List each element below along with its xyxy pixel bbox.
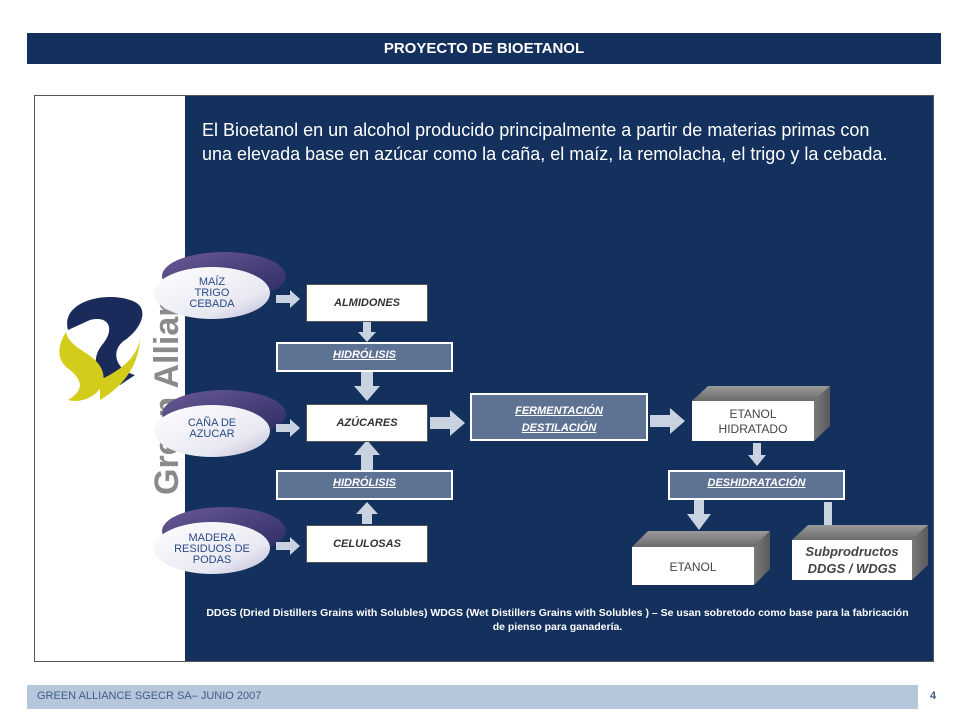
- box-azucares: AZÚCARES: [306, 404, 428, 442]
- source-wood-line1: MADERA: [188, 532, 236, 544]
- source-wood-line2: RESIDUOS DE: [174, 543, 250, 555]
- green-alliance-logo: Green Alliance: [59, 290, 186, 495]
- product-subproductos: Subprodructos DDGS / WDGS: [792, 543, 912, 577]
- product-etanol-hidratado-line1: ETANOL: [729, 407, 777, 421]
- page-number: 4: [930, 690, 937, 702]
- product-etanol-hidratado-line2: HIDRATADO: [718, 422, 788, 436]
- source-cane: CAÑA DE AZUCAR: [160, 418, 264, 440]
- product-etanol: ETANOL: [669, 560, 717, 574]
- step-deshidratacion: DESHIDRATACIÓN: [668, 470, 845, 500]
- source-grains-line2: TRIGO: [194, 287, 230, 299]
- footer-bar: [27, 685, 918, 709]
- product-etanol-hidratado: ETANOL HIDRATADO: [692, 407, 814, 437]
- source-grains-line3: CEBADA: [189, 298, 235, 310]
- logo-text: Green Alliance: [148, 290, 186, 495]
- source-cane-line1: CAÑA DE: [187, 417, 237, 429]
- product-subproductos-line1: Subprodructos: [805, 544, 899, 559]
- footer-text: GREEN ALLIANCE SGECR SA– JUNIO 2007: [37, 690, 262, 702]
- footnote: DDGS (Dried Distillers Grains with Solub…: [206, 607, 909, 633]
- step-fermentacion-destilacion: FERMENTACIÓN DESTILACIÓN: [470, 393, 648, 441]
- page-title: PROYECTO DE BIOETANOL: [27, 33, 941, 64]
- step-hidrolisis-top: HIDRÓLISIS: [276, 342, 453, 372]
- product-subproductos-line2: DDGS / WDGS: [807, 561, 897, 576]
- source-wood-line3: PODAS: [192, 554, 232, 566]
- source-grains-line1: MAÍZ: [198, 276, 226, 288]
- intro-text: El Bioetanol en un alcohol producido pri…: [202, 120, 888, 164]
- step-hidrolisis-bottom: HIDRÓLISIS: [276, 470, 453, 500]
- box-almidones: ALMIDONES: [306, 284, 428, 322]
- step-destilacion: DESTILACIÓN: [521, 422, 597, 434]
- source-grains: MAÍZ TRIGO CEBADA: [160, 277, 264, 310]
- source-cane-line2: AZUCAR: [189, 428, 235, 440]
- step-fermentacion: FERMENTACIÓN: [515, 405, 603, 417]
- box-celulosas: CELULOSAS: [306, 525, 428, 563]
- source-wood: MADERA RESIDUOS DE PODAS: [160, 533, 264, 566]
